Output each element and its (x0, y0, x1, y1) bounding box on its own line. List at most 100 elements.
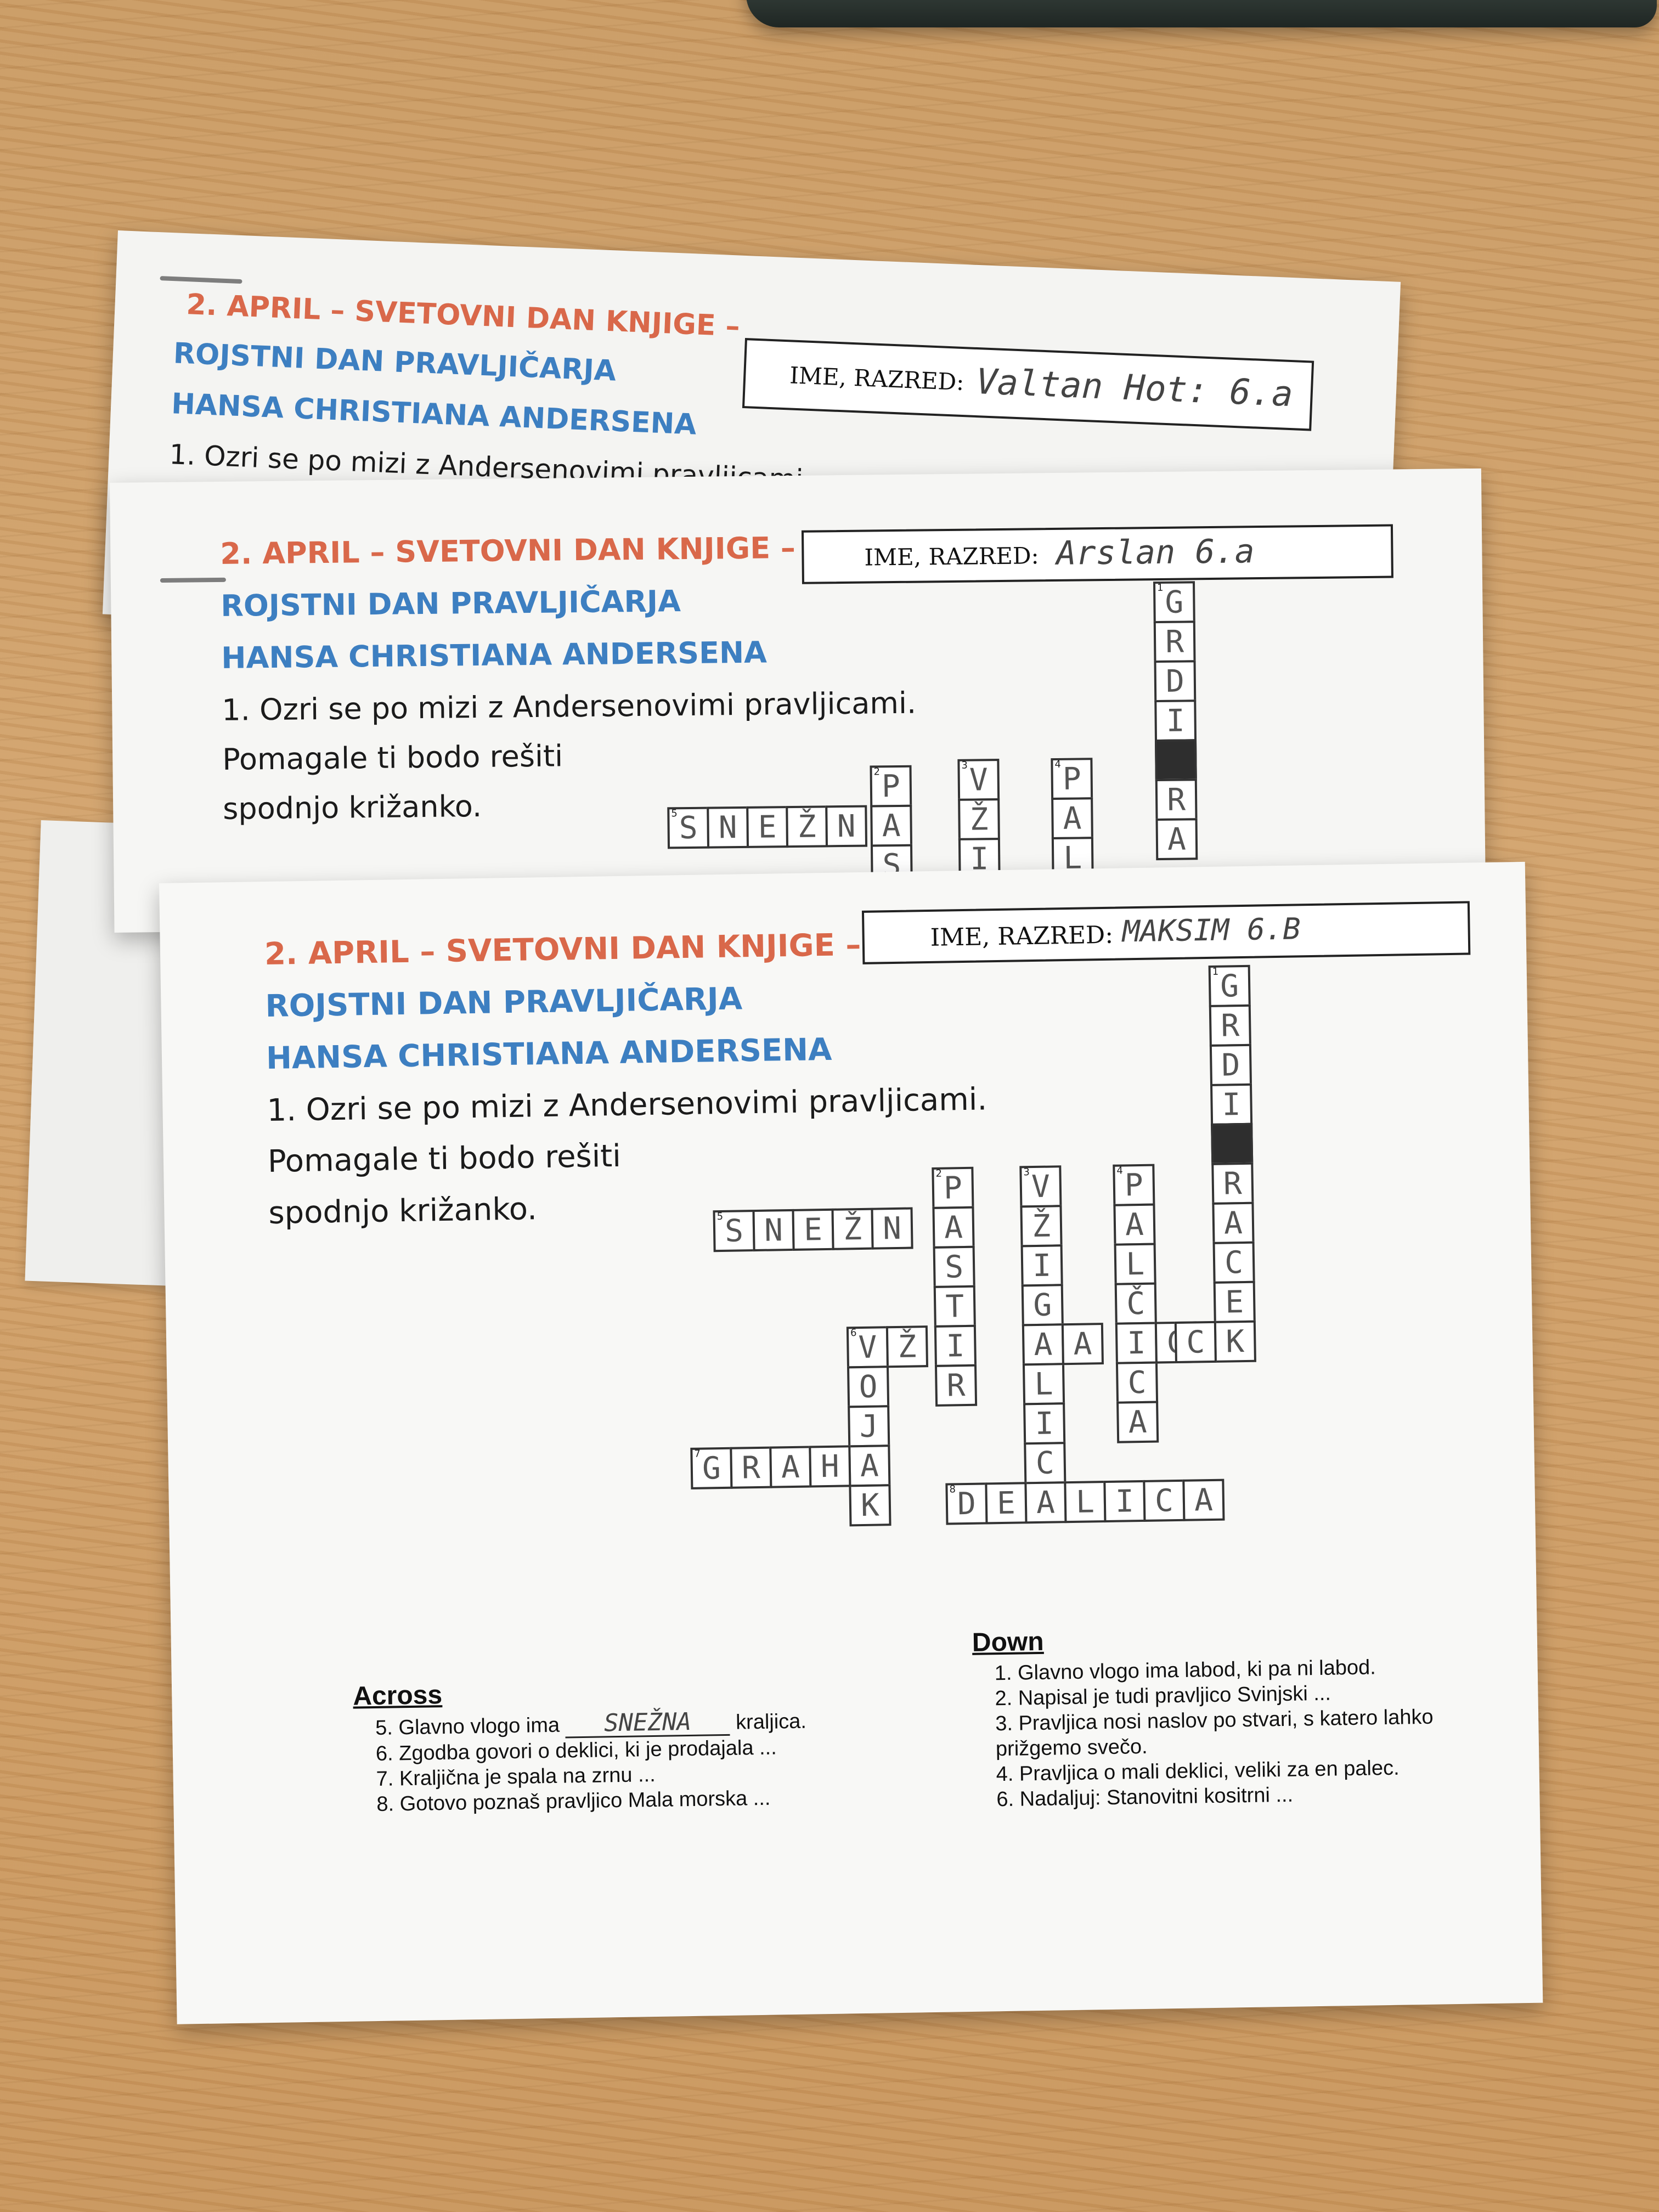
crossword-cell[interactable]: O (847, 1365, 890, 1408)
crossword-cell[interactable]: I (1023, 1402, 1066, 1445)
sheet2-name-value: Arslan 6.a (1056, 532, 1255, 573)
crossword-cell[interactable]: R (1209, 1004, 1251, 1047)
crossword-cell[interactable]: L (1114, 1243, 1156, 1285)
crossword-cell[interactable]: A (1113, 1203, 1156, 1246)
sheet2-title-line2: ROJSTNI DAN PRAVLJIČARJA (221, 584, 681, 623)
crossword-cell[interactable]: I (1210, 1083, 1253, 1126)
sheet1-title-line2: ROJSTNI DAN PRAVLJIČARJA (172, 337, 617, 388)
across-heading: Across (352, 1680, 443, 1711)
sheet3-title-line2: ROJSTNI DAN PRAVLJIČARJA (265, 981, 743, 1024)
across-clue-5-suffix: kraljica. (735, 1709, 807, 1734)
crossword-cell[interactable]: N (871, 1207, 913, 1250)
sheet1-title-line3: HANSA CHRISTIANA ANDERSENA (171, 387, 697, 442)
crossword-cell[interactable]: R (1153, 620, 1196, 663)
crossword-cell[interactable]: C (1143, 1479, 1186, 1522)
sheet2-title-line1: 2. APRIL – SVETOVNI DAN KNJIGE – (220, 530, 796, 571)
sheet2-task-line2: Pomagale ti bodo rešiti (222, 738, 563, 777)
crossword-cell[interactable]: C (1024, 1442, 1066, 1485)
sheet2-name-box[interactable]: IME, RAZRED: Arslan 6.a (801, 524, 1393, 584)
crossword-cell[interactable]: L (1064, 1481, 1107, 1523)
crossword-cell[interactable]: D (1154, 660, 1197, 703)
crossword-cell[interactable]: S (933, 1245, 975, 1288)
sheet3-name-value: MAKSIM 6.B (1122, 911, 1301, 949)
across-clue-5-answer[interactable]: SNEŽNA (565, 1708, 730, 1739)
crossword-cell[interactable]: I (1103, 1480, 1146, 1523)
crossword-cell[interactable]: T (933, 1285, 976, 1328)
crossword-cell-black (1155, 739, 1197, 782)
sheet2-name-label: IME, RAZRED: (864, 542, 1039, 571)
crossword-cell[interactable]: A (870, 804, 913, 847)
crossword-cell[interactable]: A (1061, 1323, 1104, 1365)
crossword-cell[interactable]: A (769, 1446, 812, 1488)
crossword-cell[interactable]: R (730, 1446, 772, 1489)
sheet1-name-box[interactable]: IME, RAZRED: Valtan Hot: 6.a (742, 338, 1314, 431)
crossword-cell[interactable]: A (1155, 818, 1198, 861)
crossword-cell[interactable]: C (1212, 1241, 1255, 1284)
crossword-cell[interactable]: K (849, 1484, 891, 1527)
crossword-cell[interactable]: Č (1114, 1282, 1157, 1325)
crossword-cell[interactable]: E (1213, 1280, 1256, 1323)
crossword-cell[interactable]: E (985, 1482, 1028, 1525)
crossword-cell[interactable]: L (1022, 1363, 1065, 1406)
crossword-cell[interactable]: A (1182, 1479, 1225, 1521)
crossword-cell[interactable]: Ž (958, 798, 1000, 840)
sheet3-name-label: IME, RAZRED: (930, 921, 1114, 952)
crossword-cell[interactable]: N (752, 1209, 795, 1252)
crossword-cell[interactable]: A (932, 1206, 975, 1249)
sheet3-task-line2: Pomagale ti bodo rešiti (267, 1138, 622, 1180)
crossword-cell[interactable]: E (792, 1208, 834, 1251)
crossword-cell-black (1211, 1122, 1254, 1165)
crossword-cell[interactable]: A (848, 1444, 891, 1487)
crossword-cell[interactable]: N (707, 806, 749, 849)
sheet1-name-value: Valtan Hot: 6.a (975, 362, 1294, 415)
sheet2-task-line1: 1. Ozri se po mizi z Andersenovimi pravl… (222, 685, 917, 727)
crossword-cell[interactable]: A (1116, 1401, 1159, 1443)
crossword-cell[interactable]: R (1155, 778, 1198, 821)
sheet3-name-box[interactable]: IME, RAZRED: MAKSIM 6.B (861, 901, 1471, 964)
crossword-cell[interactable]: I (1115, 1322, 1158, 1364)
across-clue-5-text: 5. Glavno vlogo ima (375, 1713, 560, 1740)
crossword-cell[interactable]: C (1115, 1361, 1159, 1404)
crossword-cell[interactable]: H (809, 1445, 851, 1488)
worksheet-sheet-front: 2. APRIL – SVETOVNI DAN KNJIGE – ROJSTNI… (159, 861, 1543, 2024)
crossword-cell[interactable]: A (1022, 1323, 1064, 1366)
crossword-cell[interactable]: C (1174, 1321, 1217, 1364)
crossword-cell[interactable]: R (934, 1364, 978, 1407)
crossword-cell[interactable]: J (848, 1405, 890, 1448)
crossword-cell[interactable]: A (1024, 1481, 1067, 1524)
crossword-cell[interactable]: A (1212, 1201, 1255, 1244)
crossword-cell[interactable]: I (1154, 699, 1197, 742)
crossword-cell[interactable]: Ž (831, 1207, 874, 1250)
crossword-cell[interactable]: E (746, 806, 789, 848)
crossword-cell[interactable]: I (1020, 1244, 1063, 1287)
crossword-cell[interactable]: D (1209, 1043, 1252, 1086)
crossword-cell[interactable]: G (1021, 1284, 1064, 1327)
sheet3-title-line3: HANSA CHRISTIANA ANDERSENA (266, 1031, 832, 1076)
sheet1-title-line1: 2. APRIL – SVETOVNI DAN KNJIGE – (185, 288, 741, 343)
crossword-cell[interactable]: N (825, 805, 868, 848)
sheet2-task-line3: spodnjo križanko. (222, 788, 482, 826)
crossword-cell[interactable]: R (1211, 1162, 1254, 1205)
crossword-cell[interactable]: Ž (885, 1325, 929, 1368)
crossword-cell[interactable]: I (934, 1324, 977, 1367)
crossword-cell[interactable]: K (1214, 1320, 1256, 1363)
crossword-cell[interactable]: Ž (786, 805, 828, 848)
sheet3-task-line3: spodnjo križanko. (268, 1191, 538, 1231)
worksheet-sheet-middle: 2. APRIL – SVETOVNI DAN KNJIGE – ROJSTNI… (110, 468, 1486, 933)
crossword-cell[interactable]: A (1051, 797, 1093, 840)
crossword-cell[interactable]: Ž (1020, 1205, 1063, 1248)
sheet3-task-line1: 1. Ozri se po mizi z Andersenovimi pravl… (267, 1081, 988, 1128)
